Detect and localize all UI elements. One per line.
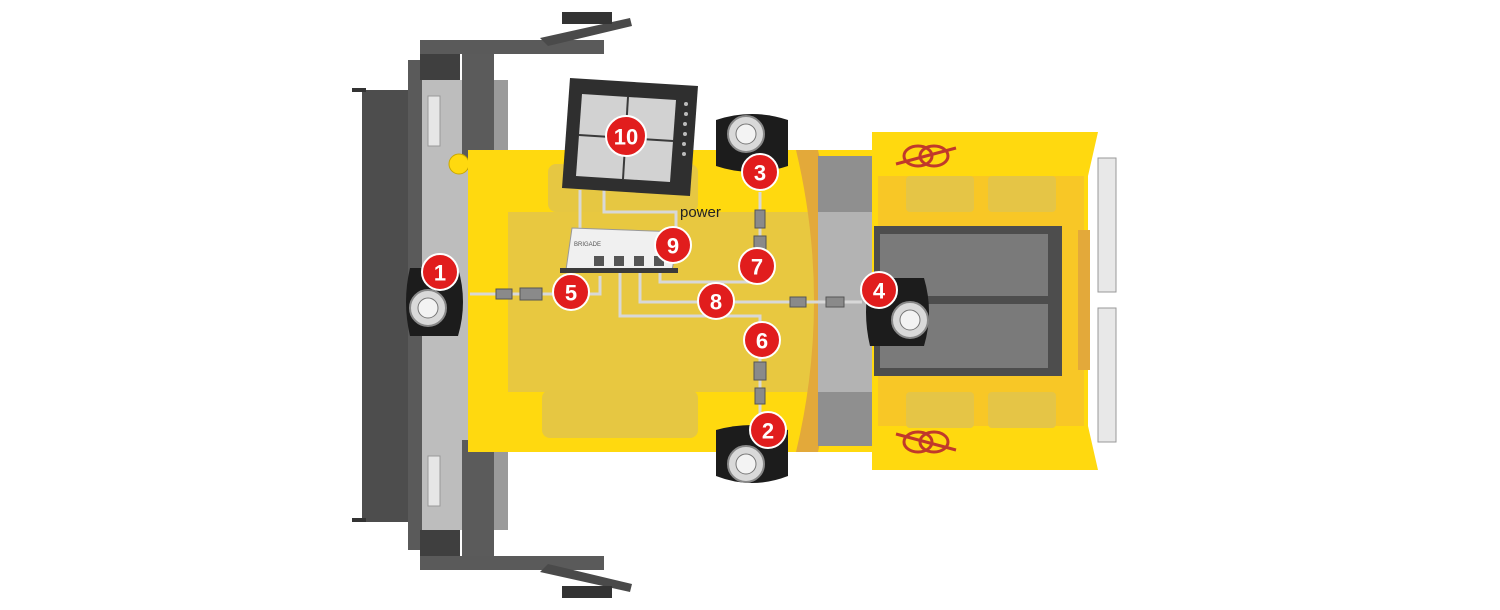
- rear-bumper-bar: [362, 90, 408, 522]
- dvr-base: [560, 268, 678, 273]
- plug-c4b: [825, 296, 845, 308]
- front-bumper-bottom: [1097, 307, 1117, 443]
- svg-text:9: 9: [667, 234, 679, 259]
- camera-3: [716, 114, 788, 172]
- dvr-port-2: [614, 256, 624, 266]
- dvr-port-4: [654, 256, 664, 266]
- plug-c2b: [754, 387, 766, 405]
- marker-10: 10: [605, 115, 647, 157]
- marker-8: 8: [697, 282, 735, 320]
- rear-top-block: [420, 54, 460, 80]
- rear-bumper-edge-bottom: [352, 518, 366, 522]
- power-label: power: [680, 204, 721, 221]
- rear-bottom-block: [420, 530, 460, 556]
- body-panel-bottom: [542, 390, 698, 438]
- rear-bottom-arm: [420, 556, 604, 570]
- plug-c4a: [789, 296, 807, 308]
- rear-bottom-fork: [540, 564, 632, 592]
- marker-7: 7: [738, 247, 776, 285]
- front-radiator-bot: [906, 392, 974, 428]
- plug-c1b: [519, 287, 543, 301]
- plug-c3a: [754, 209, 766, 229]
- marker-2: 2: [749, 411, 787, 449]
- front-radiator-top2: [988, 176, 1056, 212]
- dvr-brand-text: BRIGADE: [574, 242, 601, 248]
- marker-6: 6: [743, 321, 781, 359]
- rear-bumper-edge: [352, 88, 366, 92]
- rear-light: [448, 153, 470, 175]
- headlight-bottom: [895, 430, 957, 454]
- rear-frame-inner-slot-top: [427, 95, 441, 147]
- svg-text:7: 7: [751, 255, 763, 280]
- svg-text:6: 6: [756, 329, 768, 354]
- rear-frame-bar-bottom: [462, 440, 494, 560]
- svg-text:3: 3: [754, 161, 766, 186]
- headlight-top: [895, 144, 957, 168]
- marker-9: 9: [654, 226, 692, 264]
- rear-chassis: [352, 12, 632, 598]
- plug-c2a: [753, 361, 767, 381]
- rear-top-fork-tip: [562, 12, 612, 24]
- front-bumper-top: [1097, 157, 1117, 293]
- marker-4: 4: [860, 271, 898, 309]
- rear-frame-inner-slot-bottom: [427, 455, 441, 507]
- rear-top-arm: [420, 40, 604, 54]
- plug-c1a: [495, 288, 513, 300]
- marker-3: 3: [741, 153, 779, 191]
- svg-text:2: 2: [762, 419, 774, 444]
- front-radiator-top: [906, 176, 974, 212]
- dvr-port-1: [594, 256, 604, 266]
- svg-text:1: 1: [434, 261, 446, 286]
- rear-frame-strut-top: [494, 80, 508, 160]
- svg-text:5: 5: [565, 281, 577, 306]
- dvr-box: BRIGADE: [560, 227, 681, 273]
- cable-camera-4: [638, 272, 862, 304]
- marker-1: 1: [421, 253, 459, 291]
- rear-bottom-fork-tip: [562, 586, 612, 598]
- front-bumper-mid: [1078, 230, 1090, 370]
- rear-frame-strut-bottom: [494, 450, 508, 530]
- monitor-buttons: [682, 102, 688, 156]
- svg-text:10: 10: [614, 125, 638, 150]
- marker-5: 5: [552, 273, 590, 311]
- cable-camera-1: [470, 276, 602, 296]
- svg-text:8: 8: [710, 290, 722, 315]
- front-radiator-bot2: [988, 392, 1056, 428]
- rear-top-fork: [540, 18, 632, 46]
- svg-text:4: 4: [873, 279, 886, 304]
- dvr-port-3: [634, 256, 644, 266]
